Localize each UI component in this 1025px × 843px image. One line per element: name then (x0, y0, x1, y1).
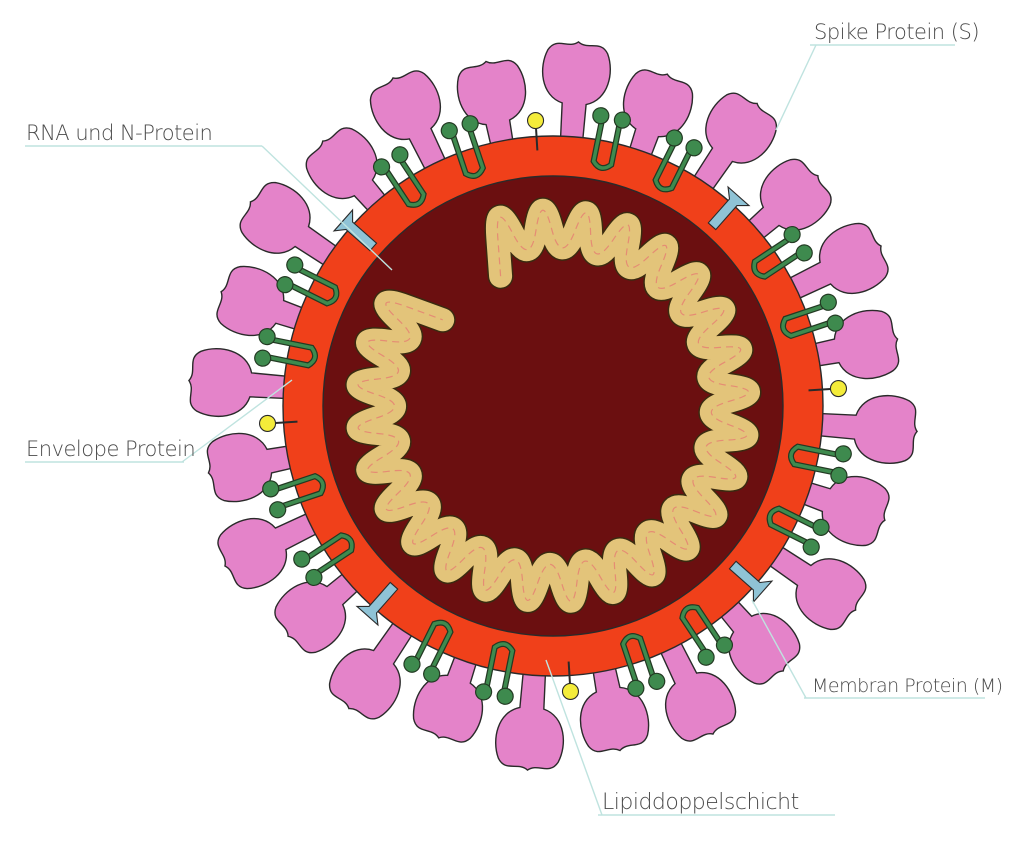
spike-protein (689, 92, 778, 196)
membrane-protein (372, 146, 427, 208)
leader-lines (25, 44, 985, 816)
hemagglutinin-esterase (526, 111, 545, 151)
label-spike-protein: Spike Protein (S) (814, 20, 979, 44)
leader-spike (775, 44, 817, 131)
surface-proteins (254, 107, 852, 705)
spike-protein (274, 568, 364, 654)
spike-protein (369, 70, 449, 177)
envelope-protein (355, 581, 399, 627)
spike-protein (763, 542, 867, 631)
spike-protein (742, 158, 832, 244)
membrane-protein (787, 443, 852, 484)
spike-protein (579, 660, 650, 753)
spike-protein (328, 616, 417, 720)
spike-protein (812, 394, 919, 464)
spike-protein (541, 40, 611, 147)
spike-protein (782, 222, 889, 302)
membrane-protein (619, 633, 666, 697)
hemagglutinin-esterase (561, 661, 580, 701)
spike-protein (217, 510, 324, 590)
spike-protein (216, 265, 310, 337)
spike-protein (807, 309, 900, 380)
spike-protein (622, 69, 694, 163)
spike-protein (187, 348, 294, 418)
envelope-protein (707, 185, 751, 231)
spike-protein (206, 432, 299, 503)
spike-protein (239, 181, 343, 270)
leader-lipid (545, 659, 603, 816)
membrane-protein (276, 256, 340, 307)
rna-coil (345, 197, 762, 615)
spike-protein (495, 665, 565, 772)
leader-envelope (181, 379, 293, 463)
membrane-protein (293, 532, 355, 587)
spike-protein (715, 595, 801, 685)
membrane-protein (590, 107, 631, 172)
membrane-protein (262, 472, 326, 519)
hemagglutinin-esterase (808, 379, 848, 398)
membrane-protein (751, 225, 813, 280)
label-lipiddoppelschicht: Lipiddoppelschicht (602, 790, 799, 815)
membrane-protein (440, 115, 487, 179)
spike-protein (657, 635, 737, 742)
spike-protein (412, 649, 484, 743)
membrane-protein (403, 619, 454, 683)
label-envelope-protein: Envelope Protein (26, 437, 195, 461)
label-rna-n-protein: RNA und N-Protein (26, 121, 212, 145)
leader-rna (261, 145, 393, 271)
label-membran-protein: Membran Protein (M) (812, 675, 1003, 697)
spike-protein (456, 59, 527, 152)
membrane-protein (766, 505, 830, 556)
spike-protein (305, 127, 391, 217)
labels: Spike Protein (S) RNA und N-Protein Enve… (26, 20, 1003, 815)
hemagglutinin-esterase (258, 414, 298, 433)
envelope-protein (332, 208, 378, 252)
rna-strand (357, 209, 750, 602)
membrane-protein (475, 640, 516, 705)
membrane-protein (780, 293, 844, 340)
membrane-protein (254, 328, 319, 369)
leader-membrane (751, 599, 807, 699)
membrane-protein (679, 604, 734, 666)
spike-proteins (187, 40, 919, 772)
spike-protein (796, 475, 890, 547)
membrane-protein (652, 129, 703, 193)
